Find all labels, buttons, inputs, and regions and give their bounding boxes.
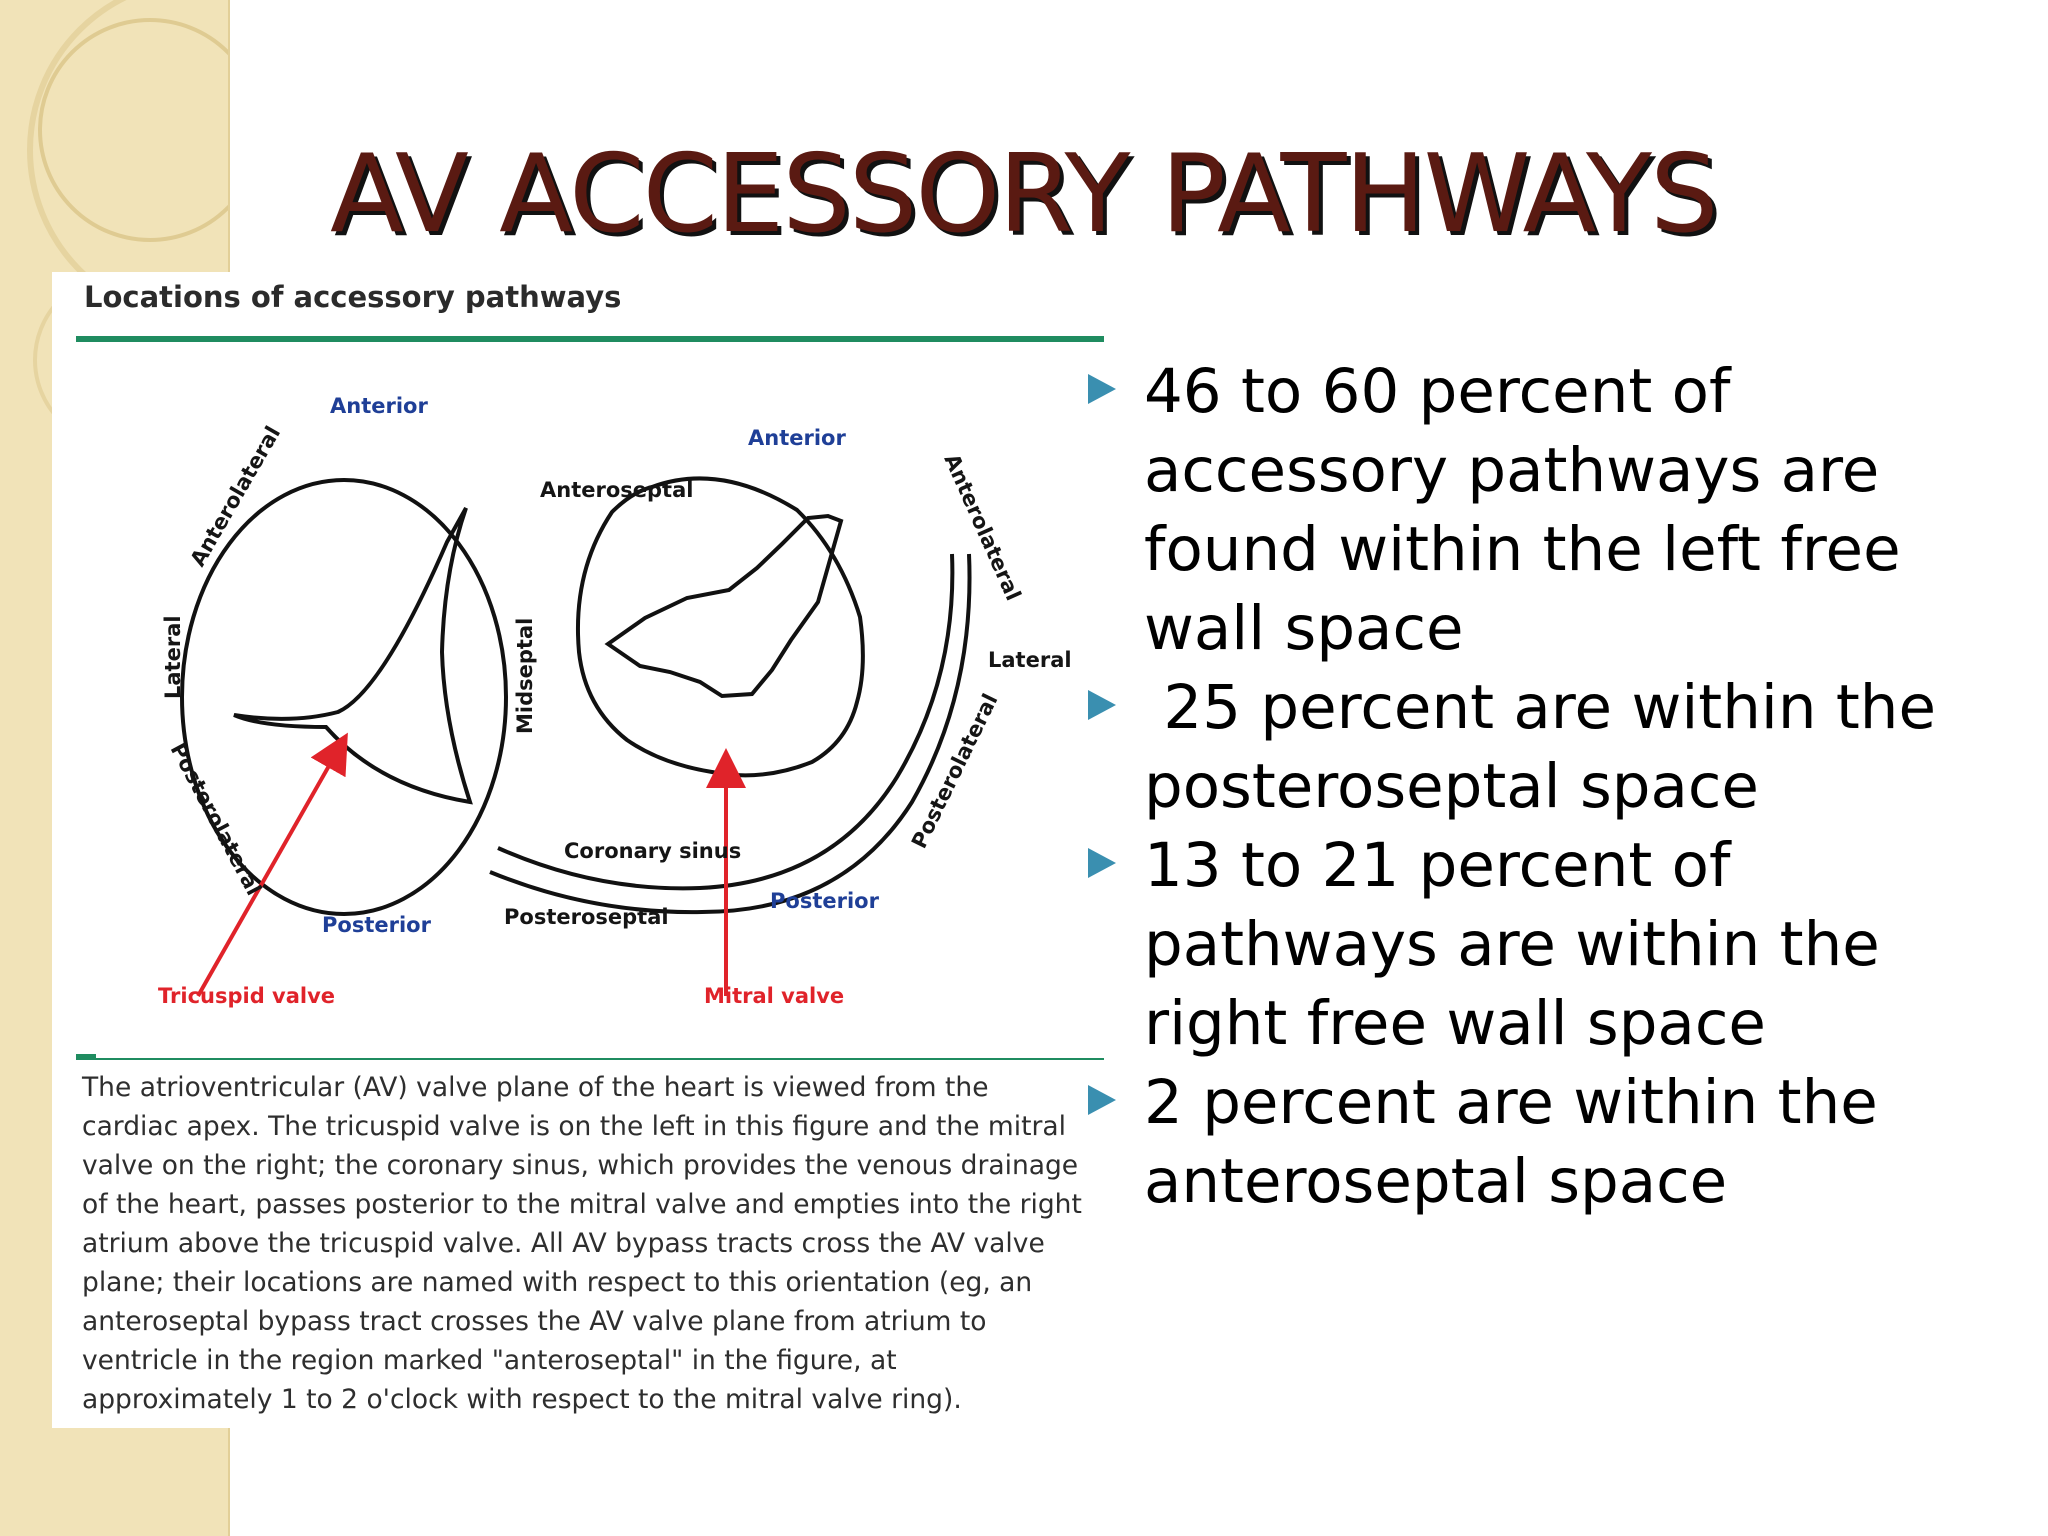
- label-mitral-valve: Mitral valve: [704, 984, 844, 1008]
- bullet-text: 2 percent are within the anteroseptal sp…: [1144, 1067, 1878, 1217]
- label-mitral-anterior: Anterior: [748, 426, 846, 450]
- triangle-bullet-icon: [1088, 374, 1116, 404]
- band-arc-2: [38, 18, 228, 242]
- figure-heading: Locations of accessory pathways: [84, 280, 622, 314]
- bullet-list: 46 to 60 percent of accessory pathways a…: [1088, 352, 2018, 1221]
- bullet-text: 13 to 21 percent of pathways are within …: [1144, 830, 1880, 1059]
- bullet-item: 25 percent are within the posteroseptal …: [1088, 668, 2018, 826]
- valve-plane-diagram: Anterior Anterolateral Lateral Posterola…: [158, 394, 1072, 1008]
- figure-rule-tick: [76, 1054, 96, 1058]
- label-tricuspid-valve: Tricuspid valve: [158, 984, 335, 1008]
- coronary-sinus-outer-wall: [489, 553, 972, 915]
- label-midseptal: Midseptal: [513, 618, 537, 734]
- bullet-item: 2 percent are within the anteroseptal sp…: [1088, 1063, 2018, 1221]
- label-tricuspid-anterolateral: Anterolateral: [186, 422, 286, 571]
- tricuspid-arrow: [196, 732, 348, 997]
- tricuspid-annulus-outline: [180, 478, 508, 916]
- bullet-text: 25 percent are within the posteroseptal …: [1144, 672, 1956, 822]
- label-tricuspid-lateral: Lateral: [161, 615, 185, 699]
- triangle-bullet-icon: [1088, 690, 1116, 720]
- label-tricuspid-anterior: Anterior: [330, 394, 428, 418]
- label-anteroseptal: Anteroseptal: [540, 478, 693, 502]
- label-tricuspid-posterolateral: Posterolateral: [166, 739, 266, 899]
- label-mitral-posterior: Posterior: [770, 889, 880, 913]
- label-posteroseptal: Posteroseptal: [504, 905, 669, 929]
- figure-bottom-rule: [76, 1058, 1104, 1060]
- figure-panel: Locations of accessory pathways Anterior…: [52, 272, 1104, 1428]
- mitral-annulus-outline: [575, 476, 865, 778]
- bullet-item: 13 to 21 percent of pathways are within …: [1088, 826, 2018, 1063]
- bullet-text: 46 to 60 percent of accessory pathways a…: [1144, 356, 1901, 664]
- label-coronary-sinus: Coronary sinus: [564, 839, 741, 863]
- triangle-bullet-icon: [1088, 1085, 1116, 1115]
- bullet-item: 46 to 60 percent of accessory pathways a…: [1088, 352, 2018, 668]
- figure-top-rule: [76, 336, 1104, 342]
- figure-caption: The atrioventricular (AV) valve plane of…: [82, 1072, 1082, 1415]
- label-tricuspid-posterior: Posterior: [322, 913, 432, 937]
- slide-title: AV ACCESSORY PATHWAYS: [330, 132, 1719, 257]
- label-mitral-posterolateral: Posterolateral: [907, 690, 1003, 852]
- mitral-leaflet-outline: [604, 513, 844, 699]
- coronary-sinus-inner-wall: [497, 553, 955, 891]
- label-mitral-lateral: Lateral: [988, 648, 1072, 672]
- tricuspid-leaflet-outline: [233, 507, 473, 805]
- triangle-bullet-icon: [1088, 848, 1116, 878]
